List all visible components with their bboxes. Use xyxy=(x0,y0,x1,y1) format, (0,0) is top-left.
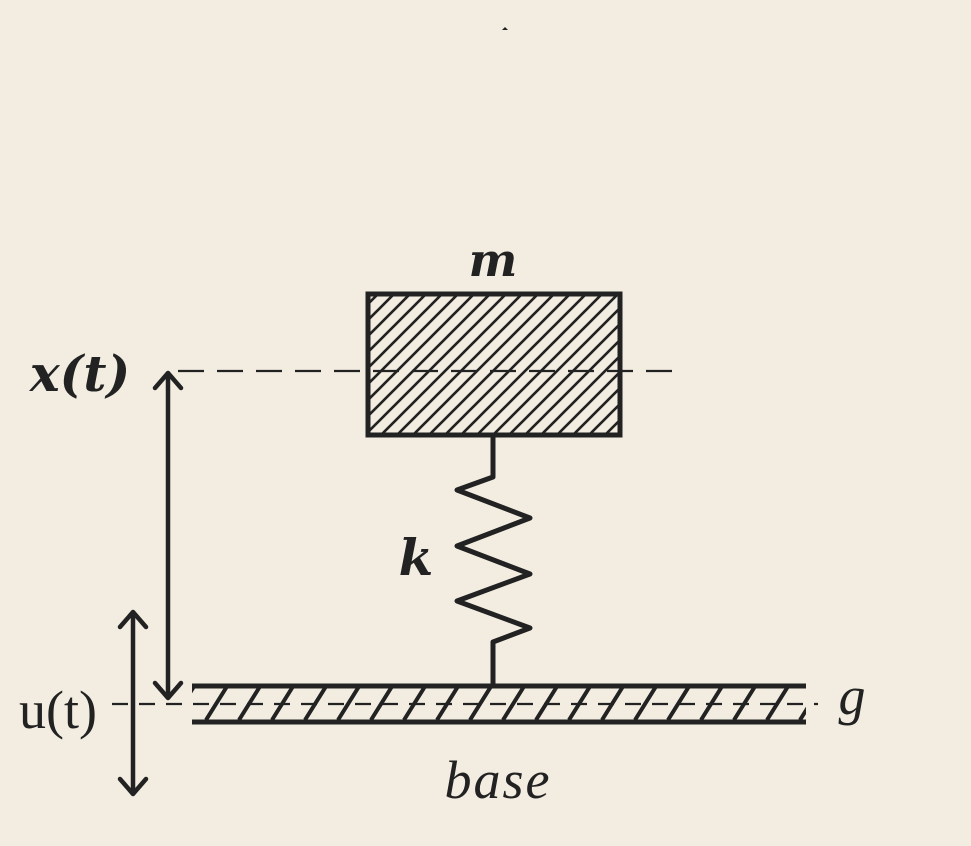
spring xyxy=(454,437,533,686)
speck-mark xyxy=(502,27,508,30)
base-plate xyxy=(192,683,806,725)
ground-label: g xyxy=(839,666,866,726)
u-displacement-arrow xyxy=(117,609,149,797)
x-displacement-arrow xyxy=(152,370,184,701)
mass-label: m xyxy=(469,233,518,287)
base-position-label: u(t) xyxy=(19,680,97,740)
base-label: base xyxy=(445,750,552,810)
mass-position-label: x(t) xyxy=(29,344,130,403)
mass-block xyxy=(365,291,623,438)
spring-label: k xyxy=(399,528,434,587)
